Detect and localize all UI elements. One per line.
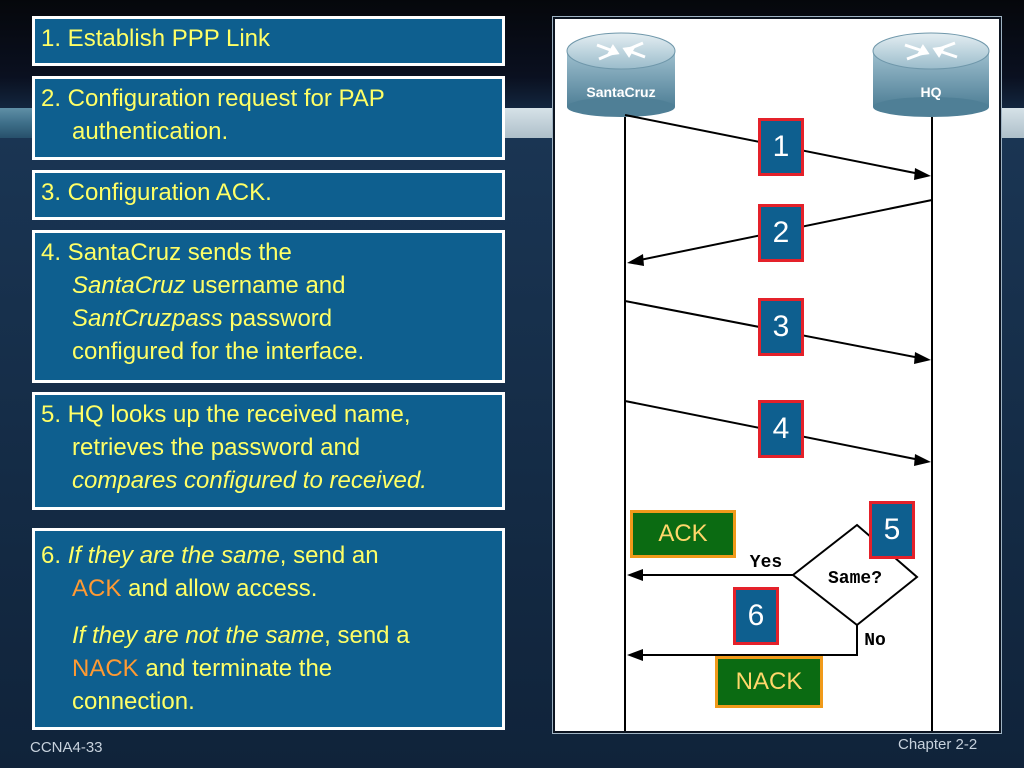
step-1-box: 1. Establish PPP Link: [32, 16, 505, 66]
router-santacruz-label: SantaCruz: [586, 84, 655, 100]
ack-tag: ACK: [630, 510, 736, 558]
step-5-text: 5. HQ looks up the received name, retrie…: [41, 398, 496, 497]
step-6-text: 6. If they are the same, send an ACK and…: [41, 539, 496, 718]
step-2-line-2: authentication.: [72, 118, 229, 145]
step-4-line-1: 4. SantaCruz sends the: [41, 239, 292, 266]
step-5-box: 5. HQ looks up the received name, retrie…: [32, 392, 505, 510]
sequence-drawing: SantaCruz HQ: [566, 32, 990, 731]
router-santacruz-icon: [566, 32, 676, 117]
step-badge-1: 1: [758, 118, 804, 176]
step-1-text: 1. Establish PPP Link: [41, 25, 271, 52]
step-6-line-4: NACK and terminate the: [41, 652, 496, 685]
yes-label: Yes: [750, 553, 782, 573]
step-badge-2: 2: [758, 204, 804, 262]
step-6-not-same-condition: If they are not the same: [72, 622, 325, 649]
step-4-username: SantaCruz: [72, 272, 186, 299]
step-2-text: 2. Configuration request for PAP authent…: [41, 82, 496, 148]
step-4-line-2: SantaCruz username and: [41, 269, 496, 302]
step-6-ack-word: ACK: [72, 575, 122, 602]
step-5-line-2: retrieves the password and: [72, 434, 361, 461]
router-hq-icon: [872, 32, 990, 117]
step-4-text: 4. SantaCruz sends the SantaCruz usernam…: [41, 236, 496, 368]
step-6-line-1-rest: , send an: [279, 542, 379, 569]
step-6-box: 6. If they are the same, send an ACK and…: [32, 528, 505, 730]
footer-left: CCNA4-33: [30, 739, 103, 756]
nack-tag: NACK: [715, 656, 823, 708]
step-badge-6: 6: [733, 587, 779, 645]
step-2-line-1: 2. Configuration request for PAP: [41, 85, 385, 112]
step-5-line-3: compares configured to received.: [72, 467, 427, 494]
step-6-same-condition: If they are the same: [67, 542, 280, 569]
step-5-line-1: 5. HQ looks up the received name,: [41, 401, 411, 428]
step-3-text: 3. Configuration ACK.: [41, 179, 272, 206]
step-4-line-2-rest: username and: [185, 272, 346, 299]
step-4-password: SantCruzpass: [72, 305, 223, 332]
step-badge-3: 3: [758, 298, 804, 356]
decision-label: Same?: [828, 569, 882, 589]
step-4-line-4: configured for the interface.: [72, 338, 365, 365]
step-4-line-3: SantCruzpass password: [41, 302, 496, 335]
footer-right: Chapter 2-2: [898, 736, 978, 753]
step-6-line-2: ACK and allow access.: [41, 572, 496, 605]
step-2-box: 2. Configuration request for PAP authent…: [32, 76, 505, 160]
step-6-line-2-rest: and allow access.: [121, 575, 318, 602]
step-6-number: 6.: [41, 542, 68, 569]
step-6-line-3: If they are not the same, send a: [41, 619, 496, 652]
router-hq-label: HQ: [921, 84, 942, 100]
no-arrow: [627, 625, 858, 661]
pap-sequence-diagram: SantaCruz HQ: [552, 16, 1002, 734]
step-6-nack-word: NACK: [72, 655, 139, 682]
step-3-box: 3. Configuration ACK.: [32, 170, 505, 220]
step-4-box: 4. SantaCruz sends the SantaCruz usernam…: [32, 230, 505, 383]
step-6-line-4-rest: and terminate the: [138, 655, 333, 682]
step-badge-4: 4: [758, 400, 804, 458]
step-4-line-3-rest: password: [222, 305, 333, 332]
yes-arrow: [627, 569, 793, 581]
step-6-line-3-rest: , send a: [324, 622, 410, 649]
step-badge-5: 5: [869, 501, 915, 559]
step-6-line-5: connection.: [72, 688, 195, 715]
no-label: No: [864, 631, 886, 651]
